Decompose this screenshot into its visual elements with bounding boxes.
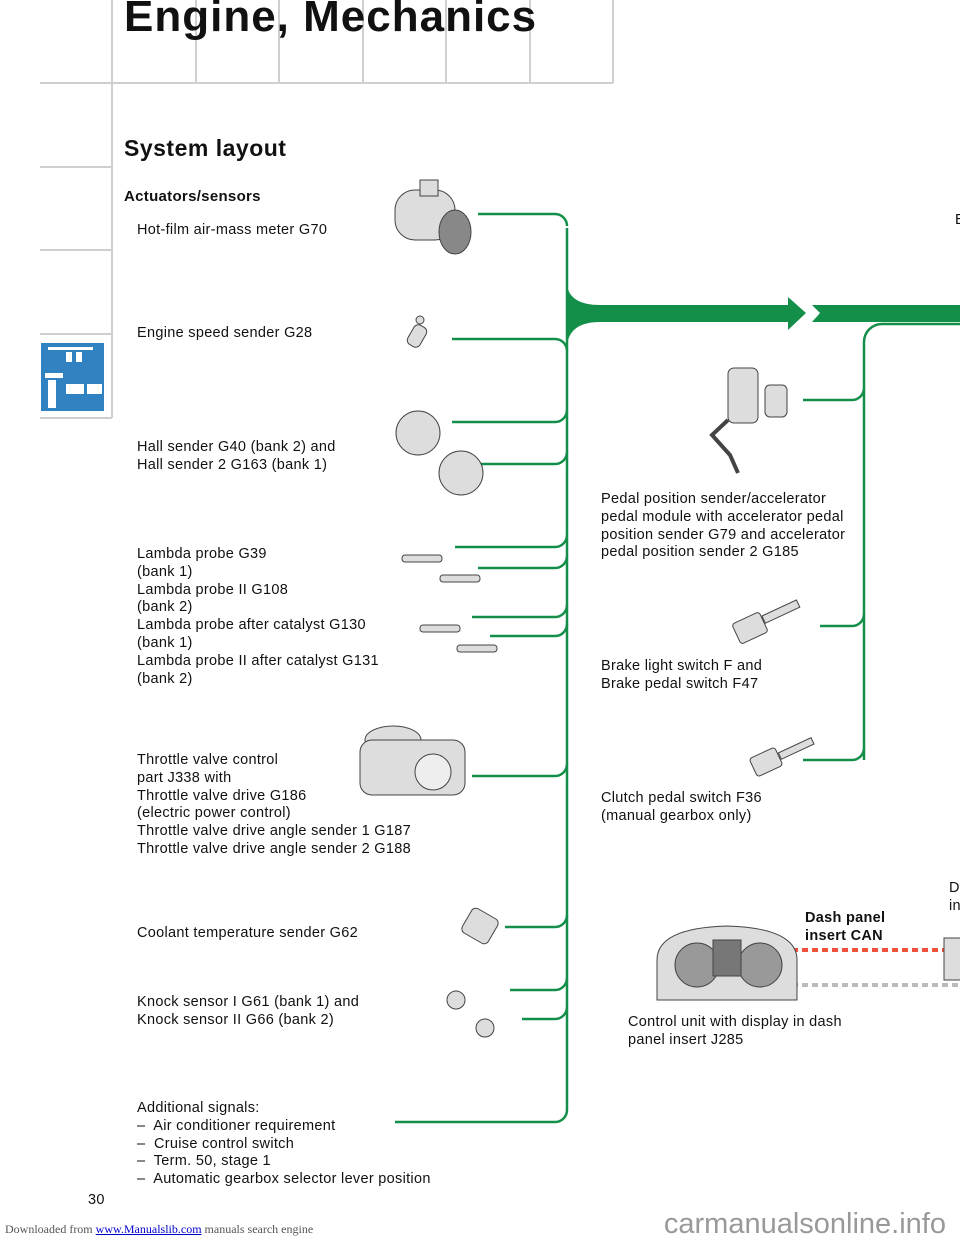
can-bus-label: Dash panel insert CAN bbox=[805, 910, 886, 944]
engine-speed-sender-image bbox=[406, 315, 428, 348]
dash-panel-insert-image bbox=[656, 925, 798, 1001]
component-illustrations bbox=[359, 179, 960, 1038]
label-brake-switch: Brake light switch F and Brake pedal swi… bbox=[601, 658, 763, 692]
section-title: System layout bbox=[124, 135, 287, 161]
air-mass-meter-image bbox=[394, 179, 472, 255]
watermark: carmanualsonline.info bbox=[663, 1208, 946, 1240]
clutch-switch-image bbox=[749, 737, 815, 777]
sensor-label-air-mass-meter: Hot-film air-mass meter G70 bbox=[137, 222, 328, 238]
engine-section-icon bbox=[41, 343, 104, 411]
lambda-probes-image bbox=[401, 554, 498, 653]
page-grid bbox=[40, 0, 614, 419]
manualslib-link[interactable]: www.Manualslib.com bbox=[95, 1222, 202, 1236]
hall-sender-image bbox=[395, 410, 484, 496]
subsection-heading: Actuators/sensors bbox=[124, 188, 261, 205]
sensor-label-knock-sensors: Knock sensor I G61 (bank 1) and Knock se… bbox=[137, 994, 360, 1028]
partial-control-unit-image bbox=[943, 937, 960, 981]
label-dash-panel-insert: Control unit with display in dash panel … bbox=[628, 1014, 842, 1048]
download-footer: Downloaded from www.Manualslib.com manua… bbox=[5, 1222, 313, 1237]
brake-switch-image bbox=[732, 599, 801, 644]
sensor-label-lambda-probes: Lambda probe G39 (bank 1) Lambda probe I… bbox=[137, 546, 379, 687]
sensor-label-engine-speed: Engine speed sender G28 bbox=[137, 325, 313, 341]
sensor-label-coolant-temp: Coolant temperature sender G62 bbox=[137, 925, 358, 941]
label-clutch-switch: Clutch pedal switch F36 (manual gearbox … bbox=[601, 790, 762, 824]
sensor-label-throttle-valve: Throttle valve control part J338 with Th… bbox=[137, 752, 411, 857]
cut-off-label-bottom: D in bbox=[949, 880, 960, 914]
cut-off-label-top: E bbox=[955, 212, 960, 230]
sensor-label-hall-sender: Hall sender G40 (bank 2) and Hall sender… bbox=[137, 439, 336, 473]
additional-signals-list: Additional signals: – Air conditioner re… bbox=[137, 1100, 431, 1188]
accelerator-pedal-image bbox=[709, 367, 788, 474]
coolant-sender-image bbox=[461, 907, 499, 945]
knock-sensor-image bbox=[446, 990, 495, 1038]
main-bus-arrow bbox=[567, 285, 960, 345]
footer-suffix: manuals search engine bbox=[201, 1222, 314, 1236]
page-title: Engine, Mechanics bbox=[124, 0, 538, 41]
page-number: 30 bbox=[88, 1192, 105, 1208]
footer-prefix: Downloaded from bbox=[5, 1222, 96, 1236]
label-pedal-position-sender: Pedal position sender/accelerator pedal … bbox=[601, 491, 846, 561]
sensor-bus-lines bbox=[395, 212, 960, 1124]
throttle-valve-image bbox=[359, 725, 466, 796]
can-bus-lines bbox=[792, 948, 960, 987]
